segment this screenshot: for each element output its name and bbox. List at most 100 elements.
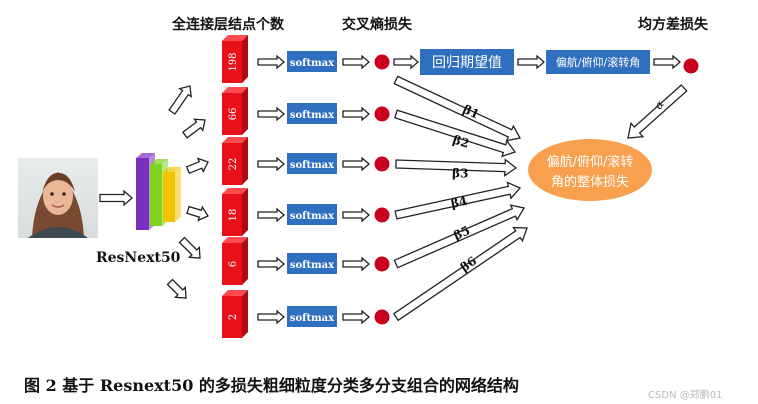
regression-box	[420, 49, 514, 75]
cross-entropy-loss-dot	[374, 106, 390, 122]
fc-to-softmax-arrow	[257, 156, 285, 172]
fc-value-label: 22	[228, 158, 239, 171]
fc-block	[222, 143, 242, 185]
angles-box	[546, 50, 650, 74]
beta-label-5: β5	[452, 223, 473, 242]
softmax-to-loss-arrow	[342, 156, 370, 172]
branch-arrow-1	[168, 85, 193, 115]
branch-arrow-3	[185, 157, 209, 175]
cross-entropy-loss-dot	[374, 309, 390, 325]
beta-arrow-1	[393, 75, 522, 142]
softmax-to-loss-arrow	[342, 309, 370, 325]
fc-value-label: 18	[228, 209, 239, 222]
softmax-to-loss-arrow	[342, 256, 370, 272]
softmax-label: softmax	[290, 160, 335, 171]
softmax-box	[287, 253, 337, 274]
fc-value-label: 66	[228, 108, 239, 121]
beta-label-1: β1	[461, 102, 482, 122]
fc-block-side	[242, 87, 248, 135]
fc-block-side	[242, 290, 248, 338]
branch-row-4: 18 softmax	[222, 188, 390, 236]
branch-row-3: 22 softmax	[222, 137, 390, 185]
fc-to-softmax-arrow	[257, 207, 285, 223]
photo-to-resnext-arrow	[99, 189, 133, 207]
beta-label-2: β2	[451, 133, 471, 151]
fc-value-label: 198	[228, 52, 239, 71]
beta-label-3: β3	[452, 166, 469, 181]
branch-row-5: 6 softmax	[222, 237, 390, 285]
fc-block	[222, 296, 242, 338]
beta-label-4: β4	[450, 194, 469, 211]
fc-nodes-header: 全连接层结点个数	[172, 17, 284, 33]
fc-block-top	[222, 35, 248, 41]
mse-header: 均方差损失	[638, 17, 708, 33]
cross-entropy-header: 交叉熵损失	[342, 17, 412, 33]
fc-to-softmax-arrow	[257, 309, 285, 325]
branch-arrow-2	[181, 118, 206, 139]
watermark: CSDN @郑鹏01	[648, 390, 723, 401]
softmax-label: softmax	[290, 110, 335, 121]
beta-arrow-6	[392, 226, 528, 322]
mse-loss-dot	[683, 58, 699, 74]
resnext-layer-purple	[136, 158, 149, 230]
fc-block	[222, 93, 242, 135]
fc-block-side	[242, 237, 248, 285]
angles-label: 偏航/俯仰/滚转角	[556, 55, 640, 69]
overall-loss-ellipse	[528, 139, 652, 201]
softmax-label: softmax	[290, 211, 335, 222]
branch-arrow-4	[186, 205, 209, 222]
fc-block-top	[222, 87, 248, 93]
fc-block-top	[222, 188, 248, 194]
beta-arrow-3	[395, 158, 518, 177]
branch-arrow-6	[166, 278, 187, 299]
softmax-label: softmax	[290, 58, 335, 69]
fc-block-top	[222, 290, 248, 296]
model-label: ResNext50	[96, 250, 181, 266]
cross-entropy-loss-dot	[374, 256, 390, 272]
fc-block	[222, 194, 242, 236]
cross-entropy-loss-dot	[374, 156, 390, 172]
softmax-label: softmax	[290, 260, 335, 271]
resnext-layer-yellow-side	[175, 167, 181, 222]
softmax-to-loss-arrow	[342, 106, 370, 122]
softmax-box	[287, 306, 337, 327]
fc-block-side	[242, 137, 248, 185]
beta-arrow-4	[394, 181, 522, 220]
fc-block	[222, 243, 242, 285]
cross-entropy-loss-dot	[374, 54, 390, 70]
to-angles-arrow	[517, 54, 545, 70]
softmax-to-loss-arrow	[342, 54, 370, 70]
softmax-box	[287, 153, 337, 174]
branch-row-6: 2 softmax	[222, 290, 390, 338]
softmax-label: softmax	[290, 313, 335, 324]
resnext-layer-green	[150, 164, 162, 226]
fc-to-softmax-arrow	[257, 54, 285, 70]
branch-row-1: 198 softmax	[222, 35, 390, 83]
regression-label: 回归期望值	[432, 54, 502, 71]
cross-entropy-loss-dot	[374, 207, 390, 223]
fc-value-label: 2	[228, 314, 239, 320]
fc-block-side	[242, 188, 248, 236]
fc-block-top	[222, 237, 248, 243]
beta-arrow-2	[393, 109, 517, 158]
overall-loss-line-1: 偏航/俯仰/滚转	[547, 154, 634, 170]
fc-to-softmax-arrow	[257, 106, 285, 122]
face-photo	[18, 158, 98, 238]
fc-value-label: 6	[228, 261, 239, 267]
figure-caption: 图 2 基于 Resnext50 的多损失粗细粒度分类多分支组合的网络结构	[24, 376, 519, 395]
fc-block-side	[242, 35, 248, 83]
beta-arrow-5	[393, 204, 526, 269]
branch-row-2: 66 softmax	[222, 87, 390, 135]
resnext-layer-purple-top	[136, 153, 155, 158]
to-regression-arrow	[393, 54, 419, 70]
softmax-box	[287, 103, 337, 124]
alpha-arrow	[627, 84, 688, 139]
fc-to-softmax-arrow	[257, 256, 285, 272]
branch-arrow-5	[178, 236, 201, 259]
face-illustration	[28, 172, 88, 238]
to-mse-arrow	[653, 54, 681, 70]
softmax-box	[287, 51, 337, 72]
resnext-layer-yellow	[163, 172, 175, 222]
fc-block	[222, 41, 242, 83]
